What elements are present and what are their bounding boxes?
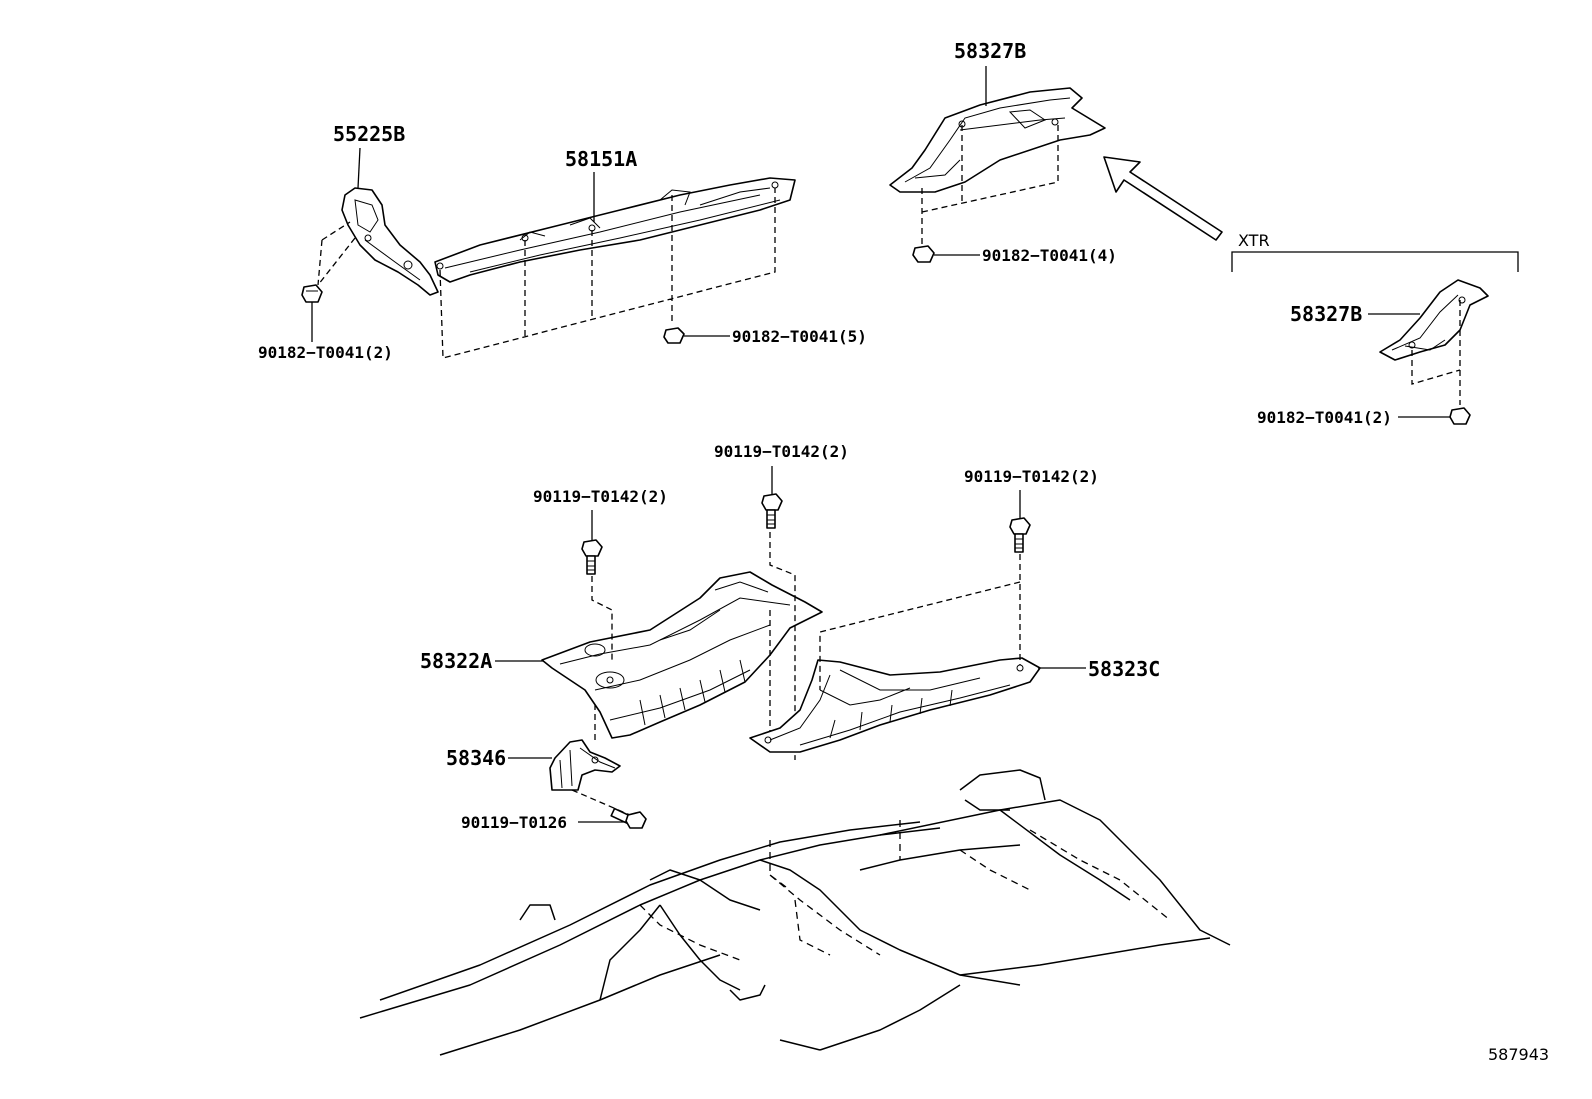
part-58323C-panel[interactable] (749, 657, 1041, 753)
figure-number: 587943 (1488, 1045, 1549, 1064)
part-55225B-bracket[interactable] (341, 187, 439, 296)
part-58151A-cover[interactable] (434, 177, 796, 283)
xtr-bracket-line (1231, 251, 1519, 272)
fastener-label-90182-T0041-left[interactable]: 90182−T0041(2) (258, 343, 393, 362)
bolt-icon[interactable] (610, 807, 647, 829)
bolt-icon[interactable] (581, 539, 603, 575)
fastener-label-90119-T0142-right[interactable]: 90119−T0142(2) (964, 467, 1099, 486)
nut-icon[interactable] (663, 327, 685, 344)
dash-58322A (591, 532, 796, 760)
variant-label-xtr: XTR (1238, 231, 1270, 250)
part-58327B-xtr[interactable] (1379, 279, 1489, 361)
part-label-58323C[interactable]: 58323C (1088, 657, 1160, 681)
part-label-55225B[interactable]: 55225B (333, 122, 405, 146)
part-58327B-main[interactable] (889, 87, 1106, 193)
dash-55225B (317, 221, 356, 286)
dash-58323C (819, 554, 1021, 690)
fastener-label-90182-T0041-4[interactable]: 90182−T0041(4) (982, 246, 1117, 265)
part-label-58346[interactable]: 58346 (446, 746, 506, 770)
dash-58327B-xtr (1411, 300, 1461, 405)
leader-line (357, 147, 361, 189)
part-label-58151A[interactable]: 58151A (565, 147, 637, 171)
fastener-label-90119-T0126[interactable]: 90119−T0126 (461, 813, 567, 832)
part-58322A-panel[interactable] (541, 571, 823, 739)
vehicle-frame (359, 769, 1231, 1056)
nut-icon[interactable] (301, 284, 323, 303)
bolt-icon[interactable] (761, 493, 783, 529)
nut-icon[interactable] (912, 245, 935, 263)
fastener-label-90119-T0142-left[interactable]: 90119−T0142(2) (533, 487, 668, 506)
part-58346-bracket[interactable] (549, 739, 621, 791)
bolt-icon[interactable] (1009, 517, 1031, 553)
part-label-58327B-xtr[interactable]: 58327B (1290, 302, 1362, 326)
fastener-label-90182-T0041-5[interactable]: 90182−T0041(5) (732, 327, 867, 346)
fastener-label-90182-T0041-xtr[interactable]: 90182−T0041(2) (1257, 408, 1392, 427)
part-label-58327B-main[interactable]: 58327B (954, 39, 1026, 63)
fastener-label-90119-T0142-mid[interactable]: 90119−T0142(2) (714, 442, 849, 461)
part-label-58322A[interactable]: 58322A (420, 649, 492, 673)
direction-arrow-icon (1103, 156, 1223, 241)
nut-icon[interactable] (1449, 407, 1471, 425)
